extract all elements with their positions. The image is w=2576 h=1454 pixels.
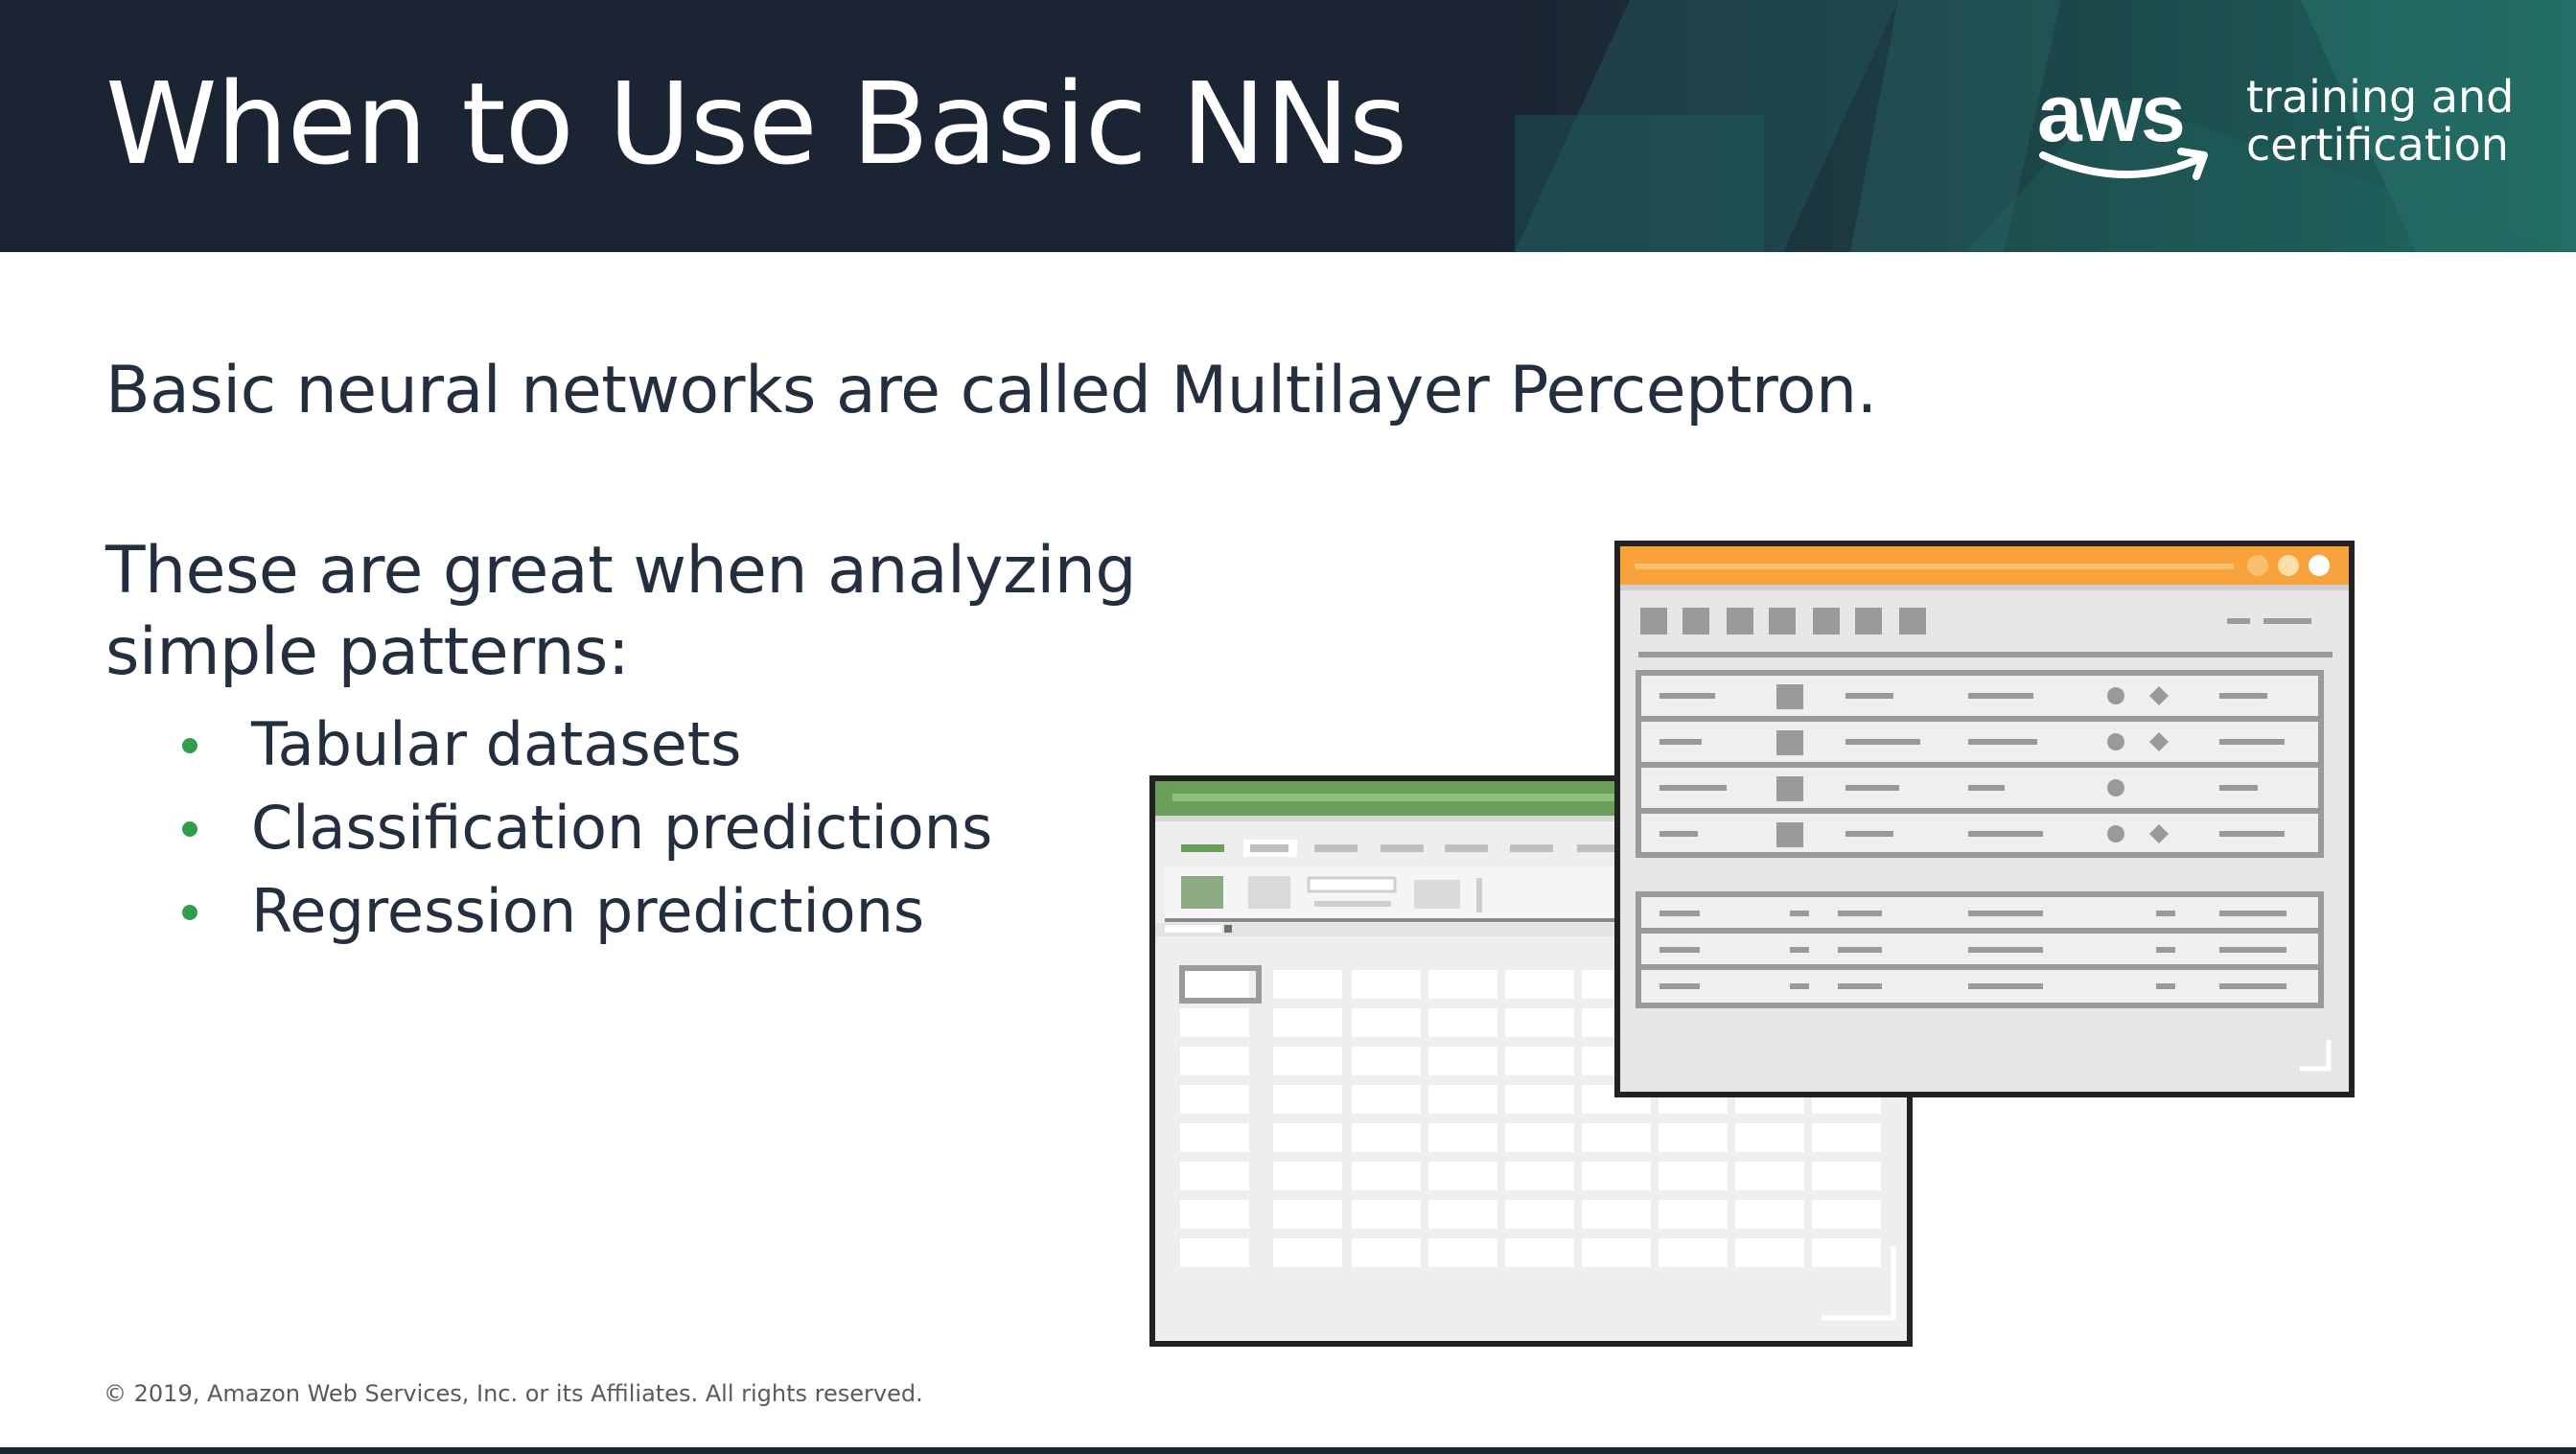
slide-title: When to Use Basic NNs (105, 58, 1407, 190)
list-item: Regression predictions (182, 869, 992, 953)
aws-training-certification-logo: aws training and certification (2037, 67, 2517, 192)
record-table-lower (1636, 891, 2324, 1008)
logo-wordmark: aws (2037, 68, 2186, 158)
database-window-icon (1614, 541, 2355, 1097)
bullet-icon (182, 905, 197, 920)
list-item: Classification predictions (182, 786, 992, 869)
header-decoration (1515, 0, 2576, 252)
windows-illustration (1149, 541, 2355, 1347)
bullet-list: Tabular datasets Classification predicti… (182, 703, 992, 953)
list-item: Tabular datasets (182, 703, 992, 786)
logo-tagline-line1: training and (2246, 71, 2515, 123)
lead-text: These are great when analyzing simple pa… (105, 533, 1137, 690)
bullet-icon (182, 821, 197, 837)
logo-tagline: training and certification (2246, 73, 2514, 169)
copyright-footer: © 2019, Amazon Web Services, Inc. or its… (104, 1380, 923, 1407)
bullet-text: Classification predictions (251, 793, 993, 863)
smile-arrow-icon (2039, 148, 2208, 180)
record-table-upper (1636, 670, 2324, 858)
bottom-rule (0, 1447, 2576, 1454)
logo-tagline-line2: certification (2246, 119, 2509, 171)
bullet-text: Tabular datasets (251, 709, 742, 779)
slide-header: When to Use Basic NNs aws training and c… (0, 0, 2576, 252)
bullet-text: Regression predictions (251, 876, 925, 946)
intro-text: Basic neural networks are called Multila… (105, 353, 1877, 428)
bullet-icon (182, 738, 197, 753)
